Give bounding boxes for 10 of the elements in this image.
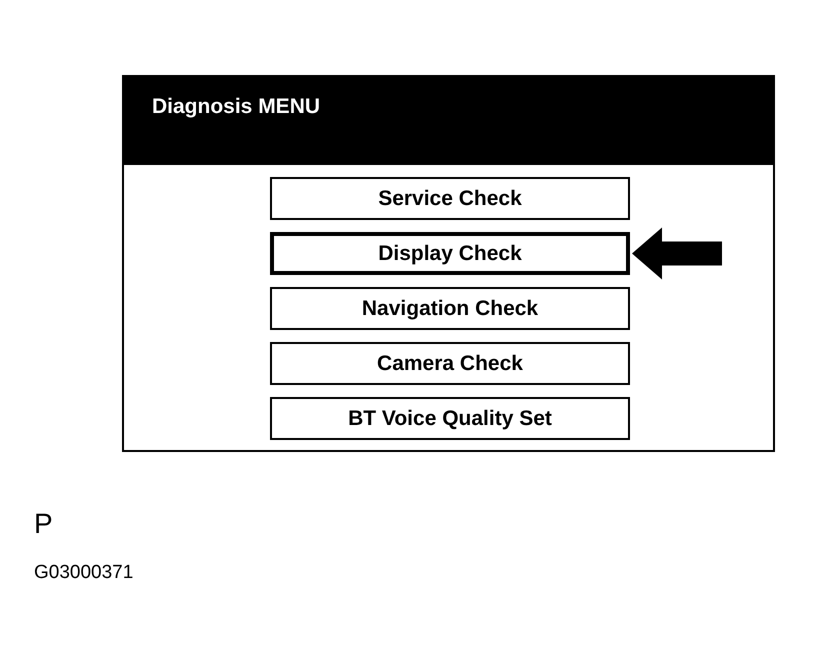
menu-button: BT Voice Quality Set xyxy=(270,397,630,440)
menu-screen xyxy=(122,75,775,452)
view-letter: P xyxy=(34,508,53,540)
menu-button: Service Check xyxy=(270,177,630,220)
menu-button: Display Check xyxy=(270,232,630,275)
figure-code: G03000371 xyxy=(34,562,134,584)
menu-button: Navigation Check xyxy=(270,287,630,330)
screen-title: Diagnosis MENU xyxy=(152,95,320,119)
arrow xyxy=(632,228,722,280)
menu-button: Camera Check xyxy=(270,342,630,385)
